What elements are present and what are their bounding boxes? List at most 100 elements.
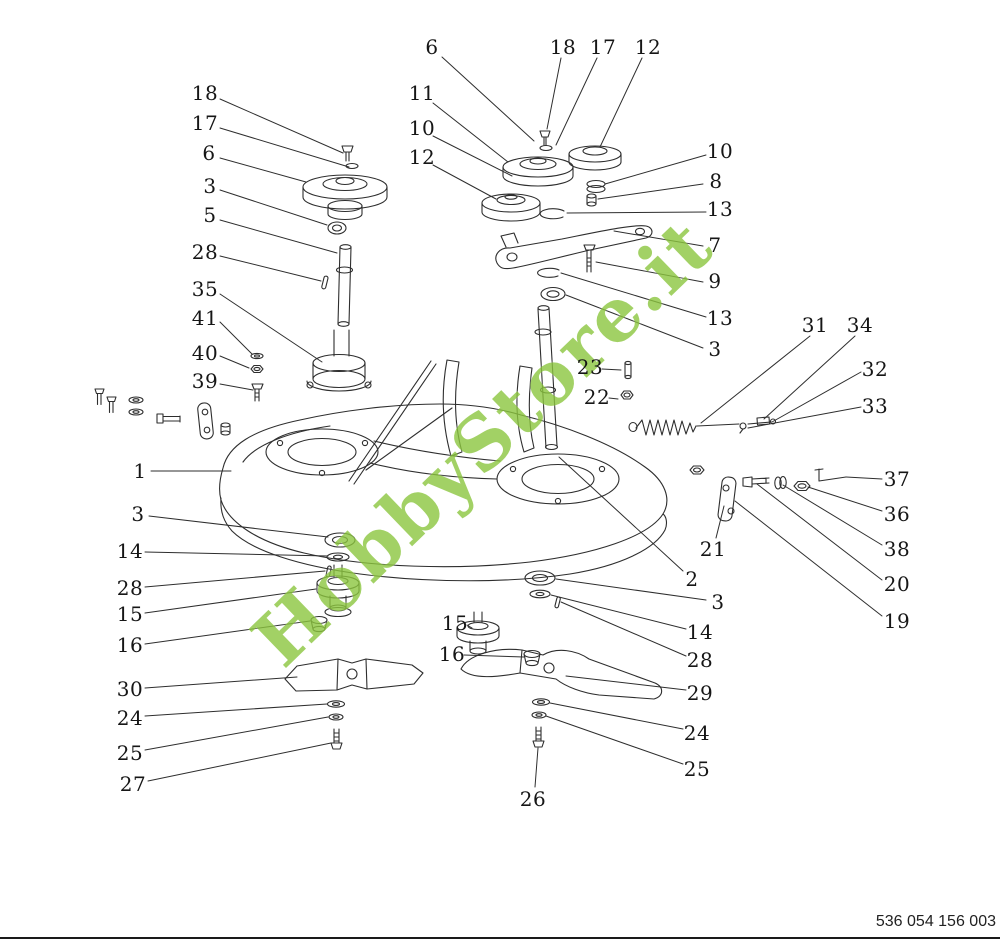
spring-hook	[628, 421, 638, 433]
leader-line	[432, 102, 509, 163]
leader-line	[555, 578, 707, 601]
pulley	[302, 174, 388, 200]
callout-1: 1	[133, 459, 147, 483]
callout-18: 18	[549, 35, 577, 59]
callout-5: 5	[203, 203, 217, 227]
leader-line	[219, 293, 323, 363]
callout-21: 21	[699, 537, 727, 561]
leader-line	[463, 654, 525, 658]
callout-11: 11	[408, 81, 436, 105]
hex-nut	[250, 364, 264, 374]
callout-13: 13	[706, 197, 734, 221]
leader-line	[219, 127, 350, 168]
spring-linkage-group	[628, 416, 777, 436]
leader-line	[144, 676, 298, 689]
callout-3: 3	[711, 590, 725, 614]
callout-25: 25	[116, 741, 144, 765]
bracket-plate	[717, 476, 737, 522]
leader-line	[700, 335, 811, 424]
callout-41: 41	[191, 306, 219, 330]
mower-blade	[460, 648, 663, 700]
leader-line	[558, 456, 684, 572]
washer	[531, 698, 551, 706]
linkage-rod	[348, 360, 437, 485]
callout-14: 14	[686, 620, 714, 644]
leader-line	[441, 56, 535, 142]
leader-line	[763, 335, 856, 420]
callout-15: 15	[441, 611, 469, 635]
callout-28: 28	[191, 240, 219, 264]
callout-25: 25	[683, 757, 711, 781]
leader-line	[566, 211, 707, 214]
hex-bolt	[106, 396, 117, 414]
callout-6: 6	[202, 141, 216, 165]
leader-lines	[144, 56, 883, 788]
leader-line	[555, 57, 598, 146]
left-spindle-lower-group	[284, 532, 424, 750]
leader-line	[144, 716, 329, 751]
leader-line	[147, 742, 332, 782]
leader-line	[432, 164, 497, 200]
leader-line	[144, 620, 311, 645]
leader-line	[219, 189, 328, 226]
callout-39: 39	[191, 369, 219, 393]
callout-9: 9	[708, 269, 722, 293]
callout-12: 12	[408, 145, 436, 169]
washer	[531, 711, 547, 719]
washer	[128, 396, 144, 404]
leader-line	[597, 183, 704, 200]
callout-6: 6	[425, 35, 439, 59]
part-number: 536 054 156 003	[875, 913, 996, 930]
callout-20: 20	[883, 572, 911, 596]
woodruff-key	[325, 565, 332, 578]
leader-line	[560, 272, 707, 318]
callout-16: 16	[116, 633, 144, 657]
callout-7: 7	[708, 233, 722, 257]
right-bracket-group	[689, 465, 847, 522]
leader-line	[219, 157, 307, 183]
leader-line	[144, 570, 326, 588]
hex-nut	[620, 390, 634, 400]
leader-line	[715, 505, 725, 539]
washer	[128, 408, 144, 416]
leader-line	[601, 368, 622, 371]
center-pulley-assembly	[481, 130, 653, 451]
callout-17: 17	[191, 111, 219, 135]
callout-16: 16	[438, 642, 466, 666]
leader-line	[534, 747, 539, 788]
leader-line	[747, 406, 862, 429]
bearing	[540, 286, 566, 302]
callout-22: 22	[583, 385, 611, 409]
leader-line	[466, 624, 473, 629]
deck-skirt	[220, 497, 668, 582]
leader-line	[144, 551, 329, 557]
callout-8: 8	[709, 169, 723, 193]
link-rod	[747, 421, 772, 425]
cotter-clip	[739, 422, 747, 430]
pulley	[502, 156, 574, 178]
hex-nut	[793, 480, 811, 492]
deck-outline	[218, 403, 668, 568]
callout-3: 3	[708, 337, 722, 361]
hex-bolt	[251, 383, 264, 402]
leader-line	[549, 702, 684, 730]
hex-bolt	[742, 476, 770, 488]
callout-2: 2	[685, 567, 699, 591]
leader-line	[219, 355, 250, 369]
link-rod	[696, 423, 740, 427]
washer	[774, 476, 782, 490]
leader-line	[734, 500, 883, 617]
spindle-shaft	[337, 246, 352, 325]
leader-line	[144, 703, 328, 717]
callout-34: 34	[846, 313, 874, 337]
callout-17: 17	[589, 35, 617, 59]
leader-line	[604, 154, 707, 185]
callout-29: 29	[686, 681, 714, 705]
washer	[345, 162, 359, 170]
callout-24: 24	[116, 706, 144, 730]
callout-33: 33	[861, 394, 889, 418]
leader-line	[560, 601, 687, 657]
callout-40: 40	[191, 341, 219, 365]
blade-bolt	[532, 726, 545, 748]
